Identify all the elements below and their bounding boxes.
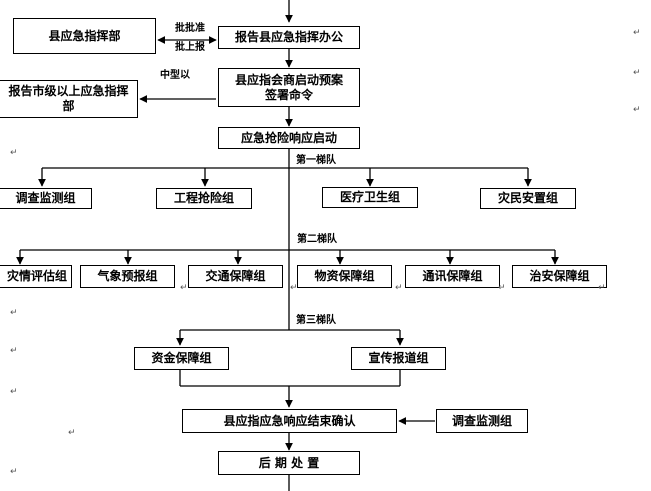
report-up-label: 批上报 xyxy=(175,42,205,53)
second-echelon-box-5: 通讯保障组 xyxy=(405,265,500,288)
paragraph-mark: ↵ xyxy=(633,105,641,115)
consult-box: 县应指会商启动预案 签署命令 xyxy=(218,68,360,107)
paragraph-mark: ↵ xyxy=(10,148,18,158)
response-start-box: 应急抢险响应启动 xyxy=(218,127,360,149)
paragraph-mark: ↵ xyxy=(598,283,606,293)
approve-label: 批批准 xyxy=(175,23,205,34)
third-echelon-box-1: 资金保障组 xyxy=(134,347,229,370)
consult-text: 县应指会商启动预案 xyxy=(234,72,343,87)
paragraph-mark: ↵ xyxy=(10,387,18,397)
paragraph-mark: ↵ xyxy=(290,283,298,293)
second-echelon-box-3: 交通保障组 xyxy=(188,265,283,288)
medium-label: 中型以 xyxy=(160,70,190,81)
response-start-text: 应急抢险响应启动 xyxy=(240,130,337,145)
paragraph-mark: ↵ xyxy=(498,283,506,293)
third-echelon-box-2: 宣传报道组 xyxy=(351,347,446,370)
end-confirm-box: 县应指应急响应结束确认 xyxy=(182,409,397,433)
city-report-text: 报告市级以上应急指挥 xyxy=(8,84,129,98)
city-report-box: 报告市级以上应急指挥 部 xyxy=(0,80,138,118)
city-report-text-line2: 部 xyxy=(62,99,75,113)
paragraph-mark: ↵ xyxy=(633,68,641,78)
paragraph-mark: ↵ xyxy=(10,308,18,318)
county-command-hq-box: 县应急指挥部 xyxy=(13,18,156,54)
paragraph-mark: ↵ xyxy=(395,283,403,293)
aftermath-box: 后 期 处 置 xyxy=(218,451,360,475)
first-echelon-box-3: 医疗卫生组 xyxy=(322,187,418,208)
county-command-hq-text: 县应急指挥部 xyxy=(48,28,121,43)
paragraph-mark: ↵ xyxy=(180,283,188,293)
paragraph-mark: ↵ xyxy=(68,428,76,438)
paragraph-mark: ↵ xyxy=(10,346,18,356)
report-office-box: 报告县应急指挥办公 xyxy=(218,26,360,49)
first-echelon-box-4: 灾民安置组 xyxy=(480,188,576,209)
third-echelon-label: 第三梯队 xyxy=(296,315,336,326)
second-echelon-label: 第二梯队 xyxy=(297,234,337,245)
paragraph-mark: ↵ xyxy=(10,467,18,477)
consult-text-line2: 签署命令 xyxy=(264,87,313,102)
first-echelon-box-1: 调查监测组 xyxy=(0,188,92,209)
second-echelon-box-1: 灾情评估组 xyxy=(0,265,72,288)
report-office-text: 报告县应急指挥办公 xyxy=(234,30,343,44)
first-echelon-label: 第一梯队 xyxy=(296,155,336,166)
second-echelon-box-2: 气象预报组 xyxy=(80,265,175,288)
first-echelon-box-2: 工程抢险组 xyxy=(156,188,252,209)
second-echelon-box-6: 治安保障组 xyxy=(512,265,607,288)
second-echelon-box-4: 物资保障组 xyxy=(297,265,392,288)
paragraph-mark: ↵ xyxy=(633,28,641,38)
side-monitor-box: 调查监测组 xyxy=(436,409,528,433)
